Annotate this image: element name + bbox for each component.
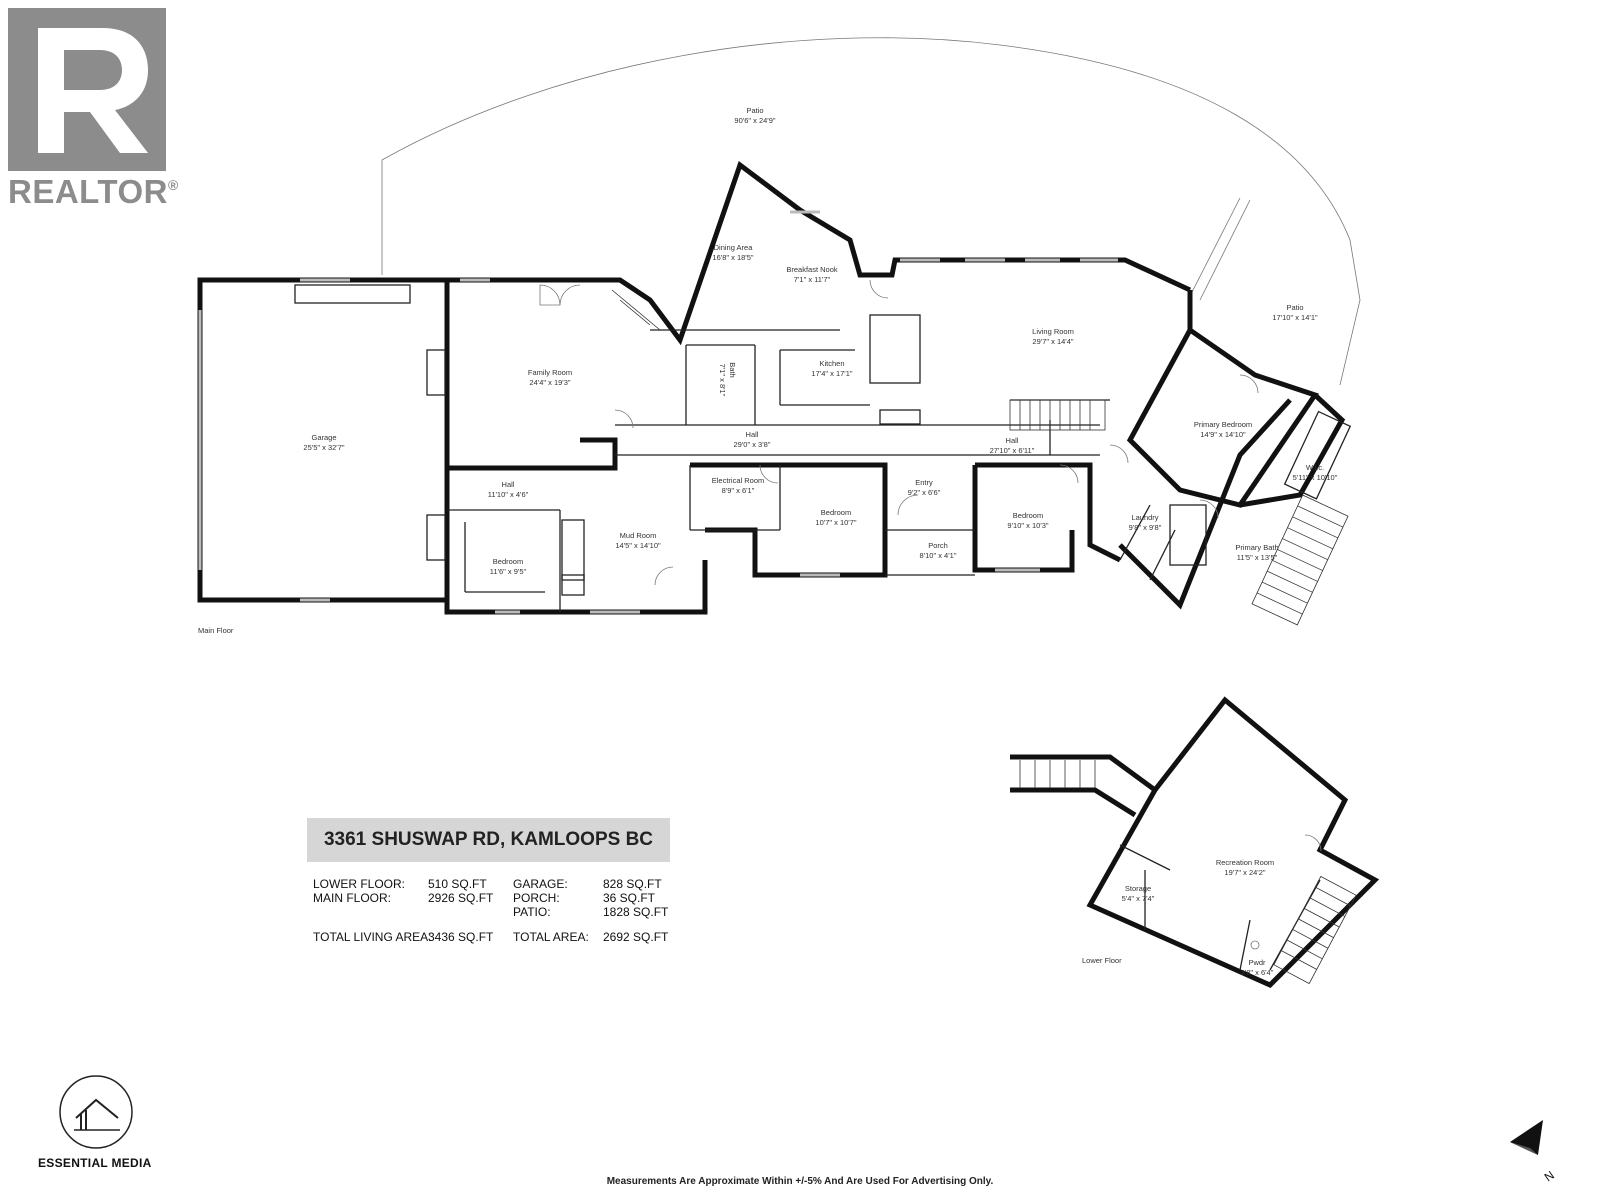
room-size-garage: 25'5" x 32'7" (303, 443, 344, 452)
room-size-wic: 5'11" x 10'10" (1293, 473, 1338, 482)
room-name-electrical: Electrical Room (712, 476, 765, 485)
garage-label: GARAGE: (513, 877, 568, 891)
room-name-living: Living Room (1032, 327, 1074, 336)
lower-floor-walls (1010, 696, 1380, 988)
patio-label: PATIO: (513, 905, 551, 919)
room-name-breakfast: Breakfast Nook (786, 265, 838, 274)
north-label: N (1542, 1168, 1557, 1184)
patio-divider (1199, 199, 1251, 301)
main-floor-walls (197, 160, 1346, 615)
room-name-porch: Porch (928, 541, 948, 550)
room-size-entry: 9'2" x 6'6" (908, 488, 941, 497)
room-name-hall-east: Hall (1006, 436, 1019, 445)
main-floor-label: MAIN FLOOR: (313, 891, 392, 905)
room-size-laundry: 9'8" x 9'8" (1129, 523, 1162, 532)
room-name-kitchen: Kitchen (819, 359, 844, 368)
stairs-main (611, 289, 1349, 626)
disclaimer: Measurements Are Approximate Within +/-5… (606, 1176, 994, 1187)
essential-media-logo-icon (59, 1075, 133, 1149)
room-name-hall-west: Hall (502, 480, 515, 489)
main-floor-value: 2926 SQ.FT (428, 891, 494, 905)
room-name-primary-bath: Primary Bath (1235, 543, 1278, 552)
room-name-pwdr: Pwdr (1248, 958, 1266, 967)
patio-value: 1828 SQ.FT (603, 905, 669, 919)
room-size-pwdr: 3'8" x 6'4" (1241, 968, 1274, 977)
windows (198, 210, 1118, 614)
room-size-breakfast: 7'1" x 11'7" (794, 275, 831, 284)
main-floor-label: Main Floor (198, 626, 234, 635)
total-living-value: 3436 SQ.FT (428, 930, 494, 944)
room-size-storage: 5'4" x 7'4" (1122, 894, 1155, 903)
realtor-r-mark (8, 8, 166, 171)
stairs-lower (1019, 760, 1357, 985)
room-name-rec: Recreation Room (1216, 858, 1274, 867)
room-name-bed-west: Bedroom (493, 557, 523, 566)
main-floor-interior (294, 284, 1352, 612)
room-name-patio-side: Patio (1286, 303, 1303, 312)
room-size-bed-mid: 10'7" x 10'7" (815, 518, 856, 527)
room-name-laundry: Laundry (1131, 513, 1158, 522)
room-size-bed-east: 9'10" x 10'3" (1007, 521, 1048, 530)
room-size-patio-side: 17'10" x 14'1" (1272, 313, 1318, 322)
room-name-storage: Storage (1125, 884, 1151, 893)
room-size-mud: 14'5" x 14'10" (615, 541, 661, 550)
room-name-patio-main: Patio (746, 106, 763, 115)
realtor-logo: REALTOR® (8, 8, 188, 211)
patio-outline (381, 37, 1361, 386)
room-size-family: 24'4" x 19'3" (529, 378, 570, 387)
room-name-hall-main: Hall (746, 430, 759, 439)
total-area-label: TOTAL AREA: (513, 930, 589, 944)
room-name-primary-bed: Primary Bedroom (1194, 420, 1252, 429)
room-size-hall-west: 11'10" x 4'6" (488, 490, 529, 499)
room-name-wic: W.i.c. (1306, 463, 1324, 472)
room-size-primary-bath: 11'5" x 13'5" (1237, 553, 1278, 562)
room-size-rec: 19'7" x 24'2" (1224, 868, 1265, 877)
porch-value: 36 SQ.FT (603, 891, 656, 905)
lower-floor-label: LOWER FLOOR: (313, 877, 406, 891)
room-size-hall-east: 27'10" x 6'11" (990, 446, 1035, 455)
garage-value: 828 SQ.FT (603, 877, 662, 891)
room-name-entry: Entry (915, 478, 933, 487)
room-size-hall-main: 29'0" x 3'8" (734, 440, 771, 449)
room-size-porch: 8'10" x 4'1" (920, 551, 957, 560)
total-living-label: TOTAL LIVING AREA: (313, 930, 432, 944)
north-arrow-icon: N (1510, 1120, 1557, 1184)
room-size-bath: 7'1" x 8'1" (718, 364, 727, 397)
essential-media-wordmark: ESSENTIAL MEDIA (38, 1156, 152, 1170)
room-size-patio-main: 90'6" x 24'9" (734, 116, 775, 125)
realtor-r-icon (38, 28, 148, 153)
room-name-family: Family Room (528, 368, 572, 377)
address-banner: 3361 SHUSWAP RD, KAMLOOPS BC (307, 818, 670, 862)
room-size-living: 29'7" x 14'4" (1032, 337, 1073, 346)
room-name-dining: Dining Area (714, 243, 754, 252)
room-size-dining: 16'8" x 18'5" (712, 253, 753, 262)
lower-floor-value: 510 SQ.FT (428, 877, 487, 891)
room-size-kitchen: 17'4" x 17'1" (811, 369, 852, 378)
room-name-mud: Mud Room (620, 531, 657, 540)
room-labels: Patio 90'6" x 24'9" Dining Area 16'8" x … (198, 106, 1338, 977)
room-name-bath: Bath (728, 362, 737, 377)
room-size-primary-bed: 14'9" x 14'10" (1200, 430, 1246, 439)
room-name-bed-mid: Bedroom (821, 508, 851, 517)
porch-label: PORCH: (513, 891, 560, 905)
area-stats: LOWER FLOOR: 510 SQ.FT MAIN FLOOR: 2926 … (313, 877, 713, 947)
room-size-bed-west: 11'6" x 9'5" (490, 567, 527, 576)
doors (539, 279, 1259, 586)
total-area-value: 2692 SQ.FT (603, 930, 669, 944)
lower-floor-label: Lower Floor (1082, 956, 1122, 965)
room-name-garage: Garage (311, 433, 336, 442)
realtor-wordmark: REALTOR® (8, 173, 179, 210)
room-name-bed-east: Bedroom (1013, 511, 1043, 520)
room-size-electrical: 8'9" x 6'1" (722, 486, 755, 495)
